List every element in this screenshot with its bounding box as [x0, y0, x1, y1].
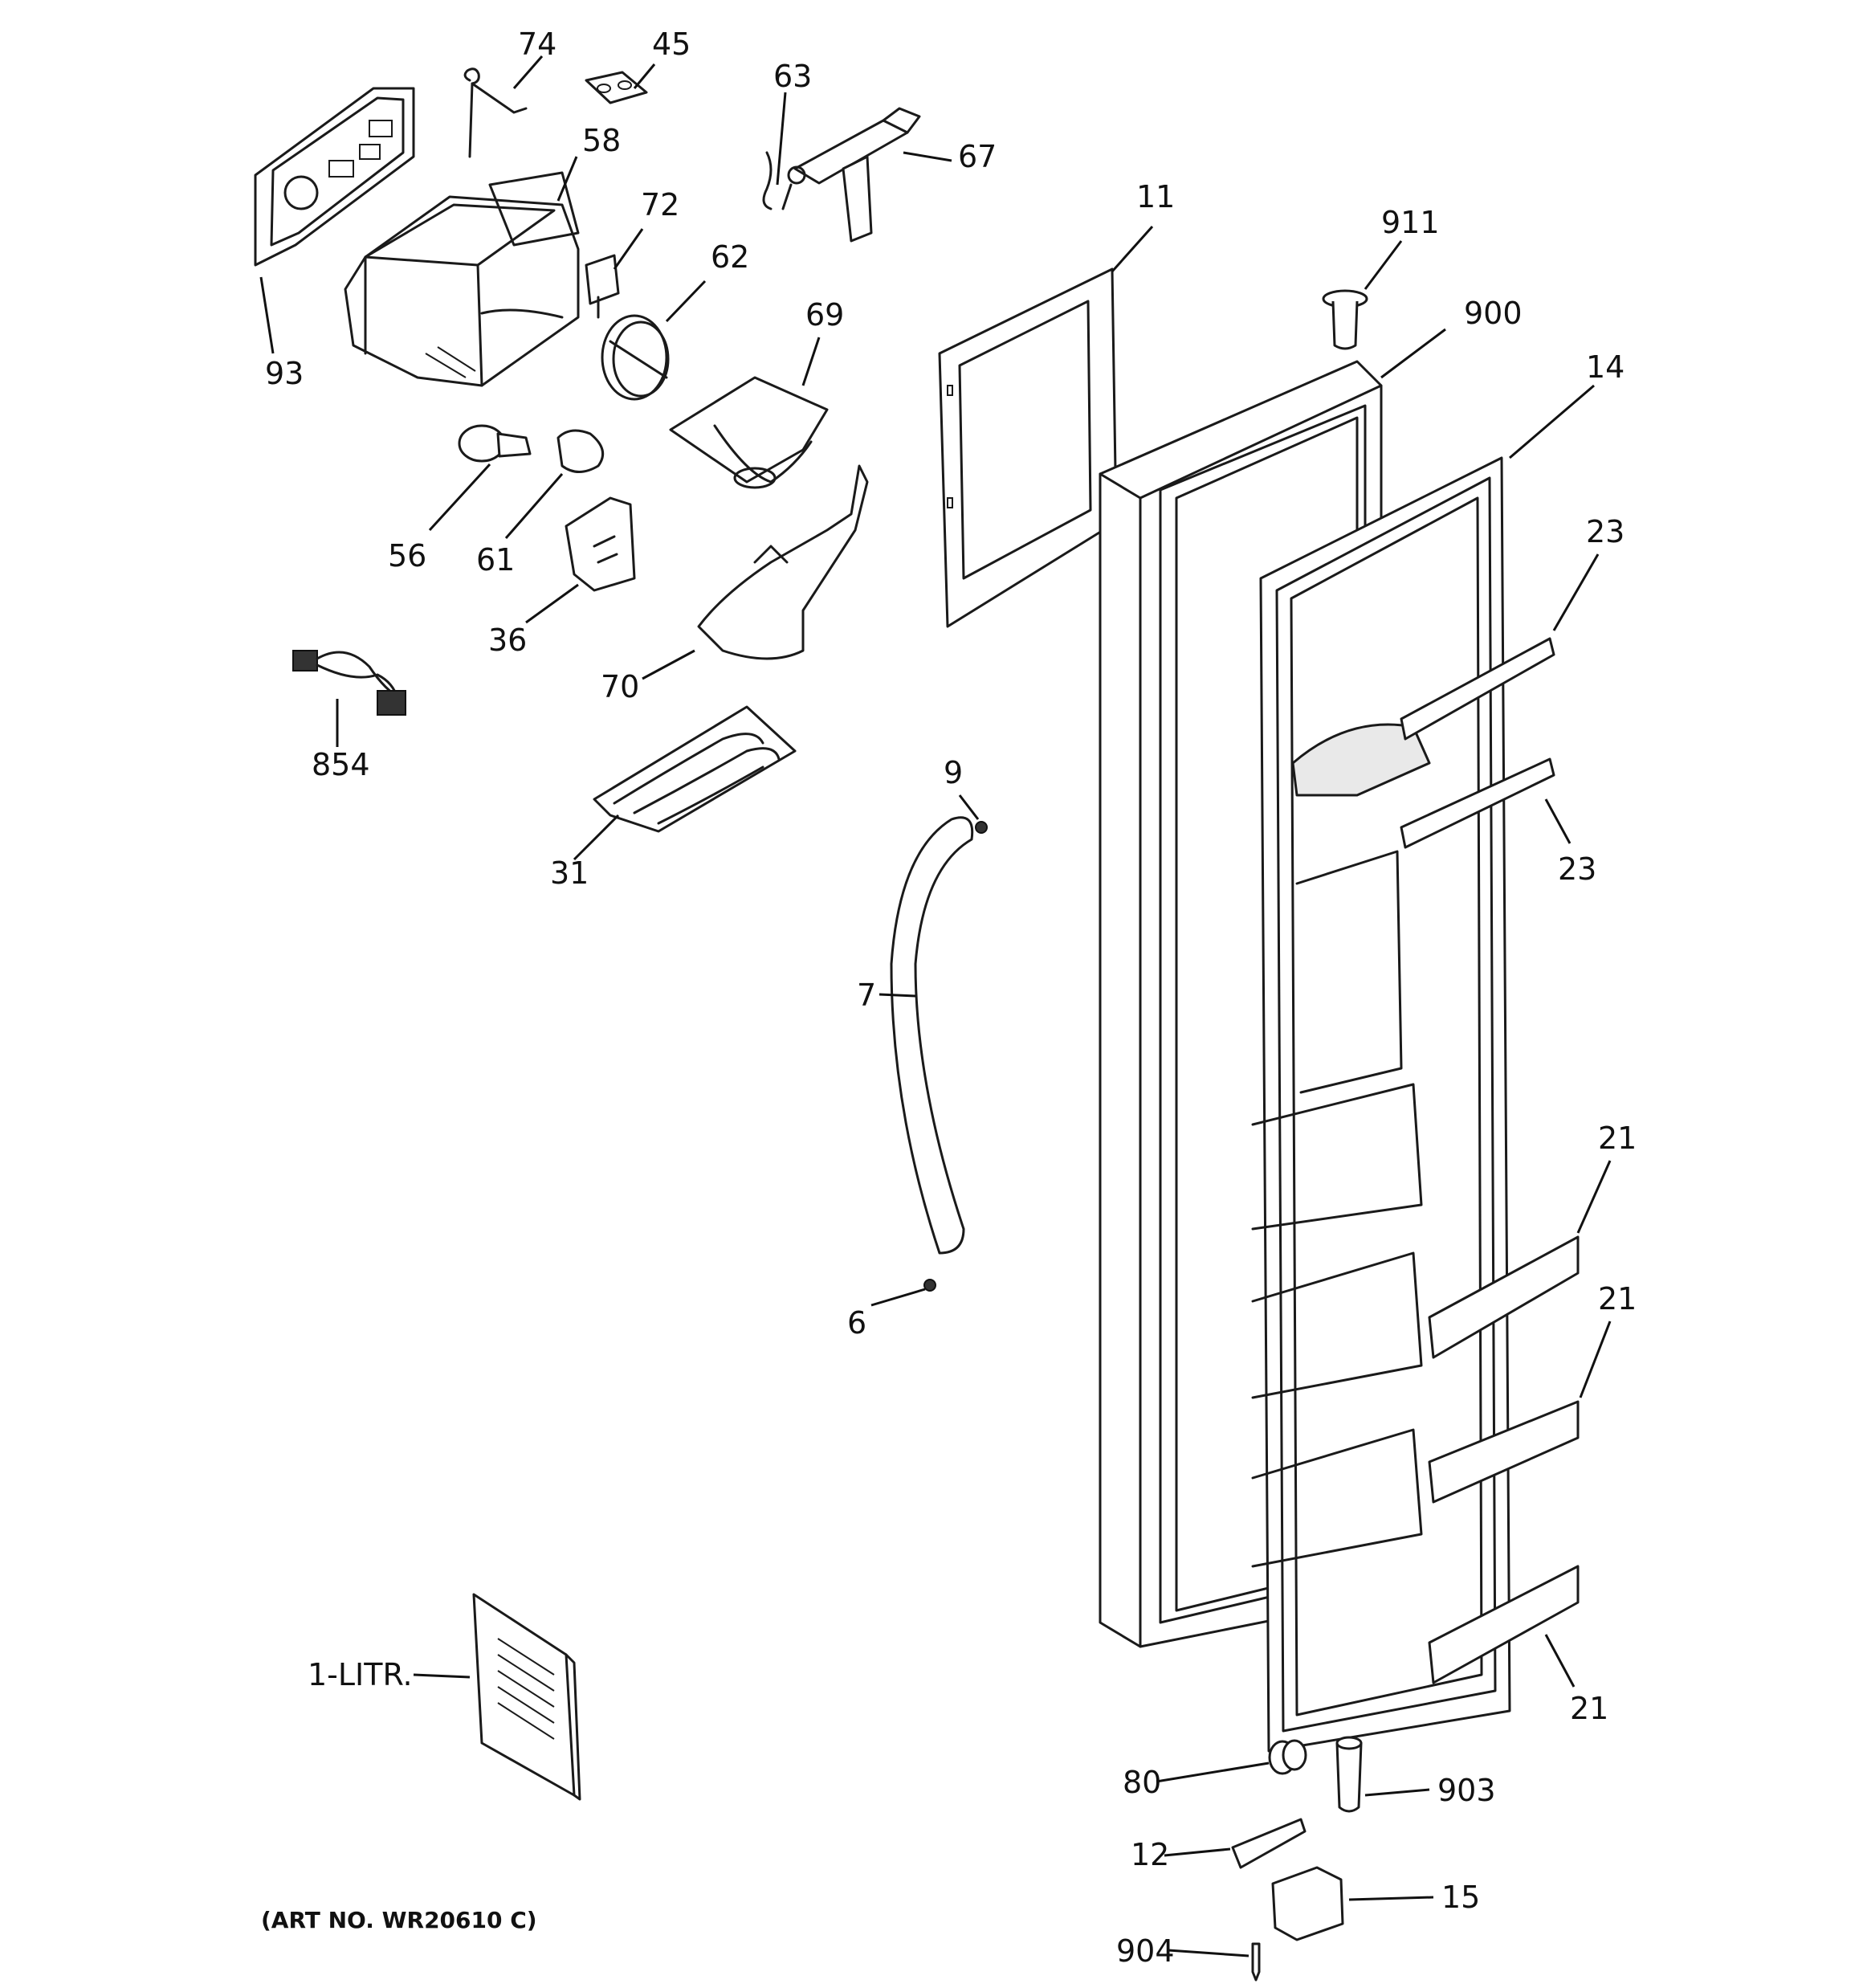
- part-911-cap: [1322, 289, 1368, 350]
- part-63-spring: [762, 151, 793, 210]
- part-12-plate: [1231, 1818, 1307, 1869]
- label-6: 6: [847, 1305, 866, 1341]
- label-36: 36: [488, 623, 527, 658]
- label-903: 903: [1437, 1773, 1496, 1808]
- label-904: 904: [1116, 1933, 1175, 1969]
- label-12: 12: [1131, 1837, 1169, 1872]
- art-number: (ART NO. WR20610 C): [261, 1907, 537, 1933]
- part-854-wire-harness: [292, 650, 406, 716]
- label-23-upper: 23: [1586, 514, 1625, 549]
- label-93: 93: [265, 356, 304, 391]
- leader-lines: [259, 55, 1612, 1957]
- label-911: 911: [1381, 205, 1440, 240]
- part-14-door-liner: [1251, 456, 1511, 1753]
- part-23-shelf-bar-upper: [1400, 637, 1555, 741]
- part-labels: 74 45 63 67 58 72 62 69 93 56 61 36 70 8…: [261, 27, 1637, 1969]
- part-93-control-board: [254, 87, 415, 267]
- label-80: 80: [1123, 1765, 1161, 1800]
- part-904-screw: [1251, 1942, 1261, 1982]
- part-21-bin-upper: [1428, 1235, 1580, 1359]
- label-67: 67: [958, 139, 997, 174]
- part-67-shaft: [787, 107, 921, 243]
- label-854: 854: [312, 747, 370, 782]
- label-61: 61: [476, 542, 515, 578]
- part-903-pin: [1335, 1736, 1363, 1813]
- part-69-chute-frame: [669, 376, 829, 489]
- label-56: 56: [388, 538, 426, 574]
- part-6-screw: [923, 1279, 936, 1292]
- label-21-upper: 21: [1598, 1121, 1637, 1156]
- label-45: 45: [652, 27, 691, 62]
- label-31: 31: [550, 855, 589, 891]
- part-23-shelf-bar-lower: [1400, 757, 1555, 849]
- label-69: 69: [805, 297, 844, 333]
- part-58-dispenser-housing: [344, 171, 580, 387]
- part-80-bushing: [1268, 1739, 1307, 1775]
- part-9-screw: [975, 821, 988, 834]
- part-61-socket: [556, 429, 605, 473]
- part-74-spring: [463, 67, 528, 158]
- label-21-lower: 21: [1570, 1691, 1608, 1726]
- label-63: 63: [773, 59, 812, 94]
- part-31-drip-grille: [593, 705, 797, 833]
- label-70: 70: [601, 669, 639, 704]
- part-62-ring: [601, 314, 670, 401]
- part-36-actuator: [565, 496, 636, 592]
- label-21-middle: 21: [1598, 1281, 1637, 1316]
- label-14: 14: [1586, 349, 1625, 385]
- label-58: 58: [582, 123, 621, 158]
- label-1-litr: 1-LITR.: [308, 1657, 413, 1692]
- label-900: 900: [1464, 296, 1523, 331]
- label-23-lower: 23: [1558, 851, 1596, 887]
- label-74: 74: [518, 27, 556, 62]
- label-62: 62: [711, 239, 749, 275]
- part-45-bracket: [585, 71, 648, 104]
- part-72-switch: [585, 254, 620, 319]
- label-15: 15: [1441, 1880, 1480, 1915]
- part-70-ice-chute: [697, 464, 869, 660]
- part-15-hinge: [1271, 1866, 1344, 1941]
- part-7-handle: [890, 816, 974, 1255]
- part-56-light-bulb: [458, 424, 532, 463]
- label-72: 72: [641, 187, 679, 222]
- label-7: 7: [857, 978, 876, 1013]
- part-21-bin-middle: [1428, 1400, 1580, 1504]
- label-9: 9: [944, 755, 963, 790]
- part-21-bin-lower: [1428, 1565, 1580, 1684]
- label-11: 11: [1136, 179, 1175, 214]
- part-1-litr-literature: [472, 1593, 581, 1801]
- part-11-panel: [938, 267, 1118, 628]
